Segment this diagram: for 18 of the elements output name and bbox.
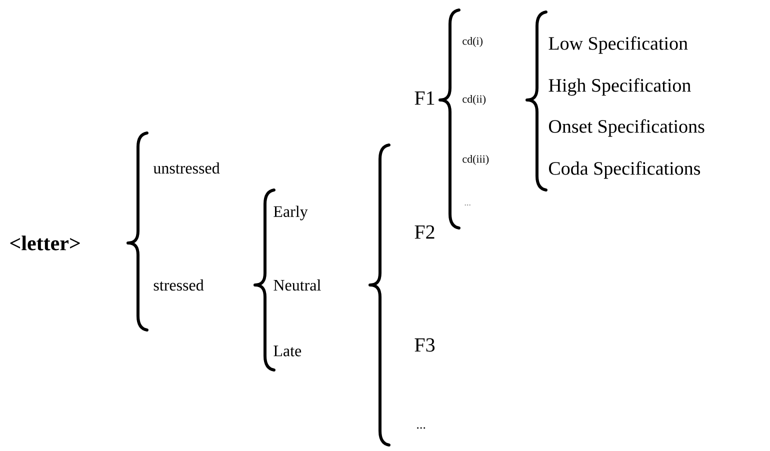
text-label: cd(iii) xyxy=(462,155,489,165)
text-label: F1 xyxy=(414,91,434,105)
text-label: unstressed xyxy=(153,162,220,174)
text-label: Neutral xyxy=(274,279,321,291)
text-label: stressed xyxy=(154,279,204,291)
text-label: F3 xyxy=(414,338,435,352)
text-label: Onset Specifications xyxy=(549,119,704,137)
text-label: Early xyxy=(274,206,308,220)
text-label: F2 xyxy=(414,225,434,239)
text-label: Coda Specifications xyxy=(549,161,700,179)
text-label: Late xyxy=(274,346,302,356)
text-label: High Specification xyxy=(548,78,691,96)
text-label: <letter> xyxy=(10,236,80,250)
text-label: cd(ii) xyxy=(462,95,486,105)
text-label: ... xyxy=(464,204,470,206)
text-label: ... xyxy=(417,427,426,429)
text-label: Low Specification xyxy=(548,36,688,54)
text-label: cd(i) xyxy=(462,37,482,47)
